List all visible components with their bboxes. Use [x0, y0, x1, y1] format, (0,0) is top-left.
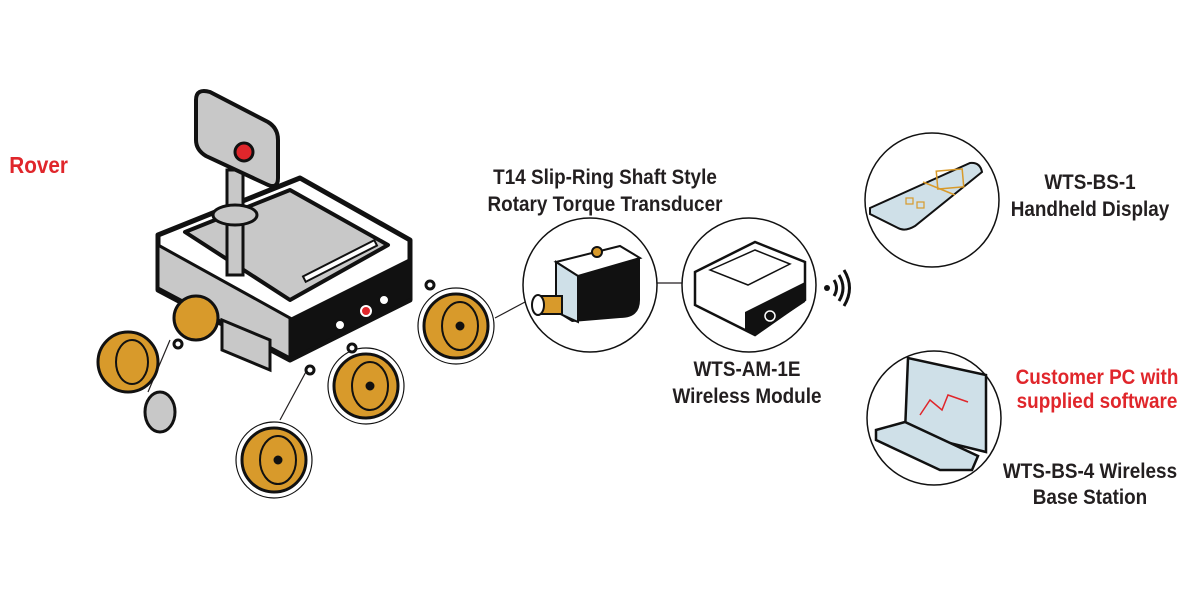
wireless-module-illustration: [681, 217, 817, 353]
base-station-label-line2: Base Station: [1032, 486, 1148, 509]
customer-pc-label-line1: Customer PC with: [1015, 366, 1179, 389]
rover-label: Rover: [9, 152, 68, 178]
shaft-collar-icon: [143, 390, 177, 434]
customer-pc-illustration: [866, 350, 1002, 486]
wheel-icon: [327, 347, 405, 425]
base-station-label: WTS-BS-4 Wireless Base Station: [996, 459, 1185, 511]
wheel-icon: [417, 287, 495, 365]
rover-light-icon: [360, 305, 372, 317]
transducer-label-line1: T14 Slip-Ring Shaft Style: [493, 166, 717, 189]
customer-pc-label-line2: supplied software: [1016, 390, 1178, 413]
wheel-icon: [96, 330, 160, 394]
customer-pc-label: Customer PC with supplied software: [1007, 366, 1187, 414]
transducer-label-line2: Rotary Torque Transducer: [487, 193, 723, 216]
handheld-label-line1: WTS-BS-1: [1044, 171, 1136, 194]
rover-port-icon: [334, 319, 346, 331]
rover-illustration: [155, 89, 413, 373]
handheld-label: WTS-BS-1 Handheld Display: [1000, 169, 1180, 223]
wireless-signal-icon: [824, 269, 851, 307]
camera-lens-icon: [233, 141, 255, 163]
handheld-display-illustration: [864, 132, 1000, 268]
wireless-module-label: WTS-AM-1E Wireless Module: [657, 356, 837, 410]
base-station-label-line1: WTS-BS-4 Wireless: [1002, 460, 1178, 483]
wheel-icon: [235, 421, 313, 499]
transducer-label: T14 Slip-Ring Shaft Style Rotary Torque …: [470, 164, 740, 218]
transducer-illustration: [522, 217, 658, 353]
wireless-module-label-line2: Wireless Module: [672, 385, 822, 408]
wheel-icon: [172, 294, 220, 342]
rover-wheels: [96, 279, 495, 499]
handheld-label-line2: Handheld Display: [1010, 198, 1170, 221]
wireless-module-label-line1: WTS-AM-1E: [693, 358, 801, 381]
